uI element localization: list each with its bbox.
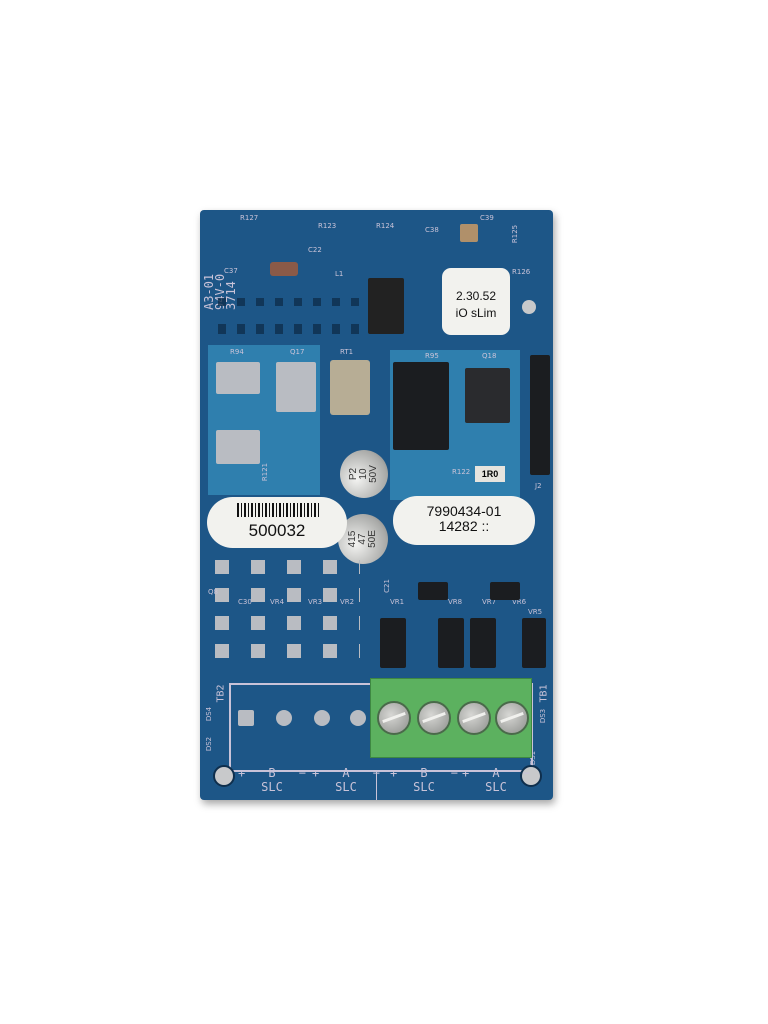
ref-label: VR4 [270, 598, 285, 606]
ref-label: Q18 [482, 352, 497, 360]
tvs-diode [470, 618, 496, 668]
solder-pad [350, 710, 366, 726]
ref-label: Q8 [208, 588, 218, 596]
ref-label: VR7 [482, 598, 497, 606]
ref-label-vr5: VR5 [528, 608, 543, 616]
terminal-name: SLC [413, 780, 435, 794]
firmware-name: iO sLim [455, 306, 497, 320]
ref-label: R127 [240, 214, 259, 222]
firmware-label: 2.30.52 iO sLim [442, 268, 510, 335]
inductor-r95 [393, 362, 449, 450]
diode-pads [215, 560, 360, 670]
terminal-label-a-slc-1: + A − SLC [312, 766, 380, 794]
terminal-screw[interactable] [495, 701, 529, 735]
transistor-q18 [465, 368, 510, 423]
terminal-label-b-slc-2: + B − SLC [390, 766, 458, 794]
ref-label: Q17 [290, 348, 305, 356]
polarity: + [462, 766, 470, 780]
terminal-screw[interactable] [417, 701, 451, 735]
tvs-diode [522, 618, 546, 668]
polarity: − [522, 766, 530, 780]
pin-row [218, 298, 368, 334]
serial-label: 500032 [207, 497, 347, 548]
tb2-label: TB2 [215, 684, 227, 703]
polarity: + [238, 766, 246, 780]
ref-label: VR3 [308, 598, 323, 606]
channel: B [268, 766, 276, 780]
mosfet-pad [216, 430, 260, 464]
part-label: 7990434-01 14282 :: [393, 496, 535, 545]
ref-label: R123 [318, 222, 337, 230]
resistor-1r0: 1R0 [475, 466, 505, 482]
ref-label-ds3: DS3 [539, 708, 548, 724]
ref-label: C37 [224, 267, 238, 275]
terminal-block [370, 678, 532, 758]
mosfet-pad [276, 362, 316, 412]
circuit-board: A3-01 94V-0 3714 R127 R123 R124 C39 C38 … [200, 210, 553, 800]
ref-label-ds2: DS2 [205, 736, 214, 752]
mounting-hole [522, 300, 536, 314]
crystal-y1 [460, 224, 478, 242]
ref-label: C39 [480, 214, 494, 222]
tb1-label: TB1 [538, 684, 550, 703]
polarity: − [450, 766, 458, 780]
transistor-q7 [418, 582, 448, 600]
mounting-hole [520, 765, 542, 787]
terminal-name: SLC [335, 780, 357, 794]
barcode [237, 503, 319, 517]
serial-number: 500032 [248, 521, 306, 540]
ref-label-r125: R125 [511, 224, 520, 244]
terminal-name: SLC [261, 780, 283, 794]
polarity: + [312, 766, 320, 780]
polarity: + [390, 766, 398, 780]
header-connector [368, 278, 404, 334]
tvs-diode [380, 618, 406, 668]
ref-label: C38 [425, 226, 439, 234]
capacitor-c37 [270, 262, 298, 276]
ref-label: VR6 [512, 598, 527, 606]
polarity: − [372, 766, 380, 780]
ref-label: RT1 [340, 348, 354, 356]
ref-label-r121: R121 [261, 462, 270, 482]
terminal-screw[interactable] [457, 701, 491, 735]
ref-label: C30 [238, 598, 252, 606]
solder-pad [276, 710, 292, 726]
channel: A [492, 766, 500, 780]
part-number: 7990434-01 [426, 503, 502, 519]
ref-label: L1 [335, 270, 344, 278]
capacitor: P2 10 50V [340, 450, 388, 498]
mounting-hole [213, 765, 235, 787]
ref-label: C22 [308, 246, 322, 254]
ref-label-ds4: DS4 [205, 706, 214, 722]
solder-pad [238, 710, 254, 726]
ref-label: R94 [230, 348, 244, 356]
connector-j2 [530, 355, 550, 475]
ref-label: VR8 [448, 598, 463, 606]
thermistor-rt1 [330, 360, 370, 415]
lot-number: 14282 :: [438, 518, 490, 534]
terminal-label-a-slc-2: + A − SLC [462, 766, 530, 794]
ref-label: R124 [376, 222, 395, 230]
terminal-name: SLC [485, 780, 507, 794]
terminal-label-b-slc-1: + B − SLC [238, 766, 306, 794]
ref-label-c21: C21 [382, 579, 391, 593]
divider [376, 770, 377, 800]
ref-label: R95 [425, 352, 439, 360]
ref-label-r122: R122 [452, 468, 471, 476]
polarity: − [298, 766, 306, 780]
channel: B [420, 766, 428, 780]
firmware-version: 2.30.52 [455, 289, 497, 303]
ref-label: VR2 [340, 598, 355, 606]
terminal-screw[interactable] [377, 701, 411, 735]
mosfet-pad [216, 362, 260, 394]
transistor-q8 [490, 582, 520, 600]
ref-label: VR1 [390, 598, 405, 606]
ref-label: R126 [512, 268, 531, 276]
solder-pad [314, 710, 330, 726]
ref-label: J2 [535, 482, 542, 490]
tvs-diode [438, 618, 464, 668]
channel: A [342, 766, 350, 780]
